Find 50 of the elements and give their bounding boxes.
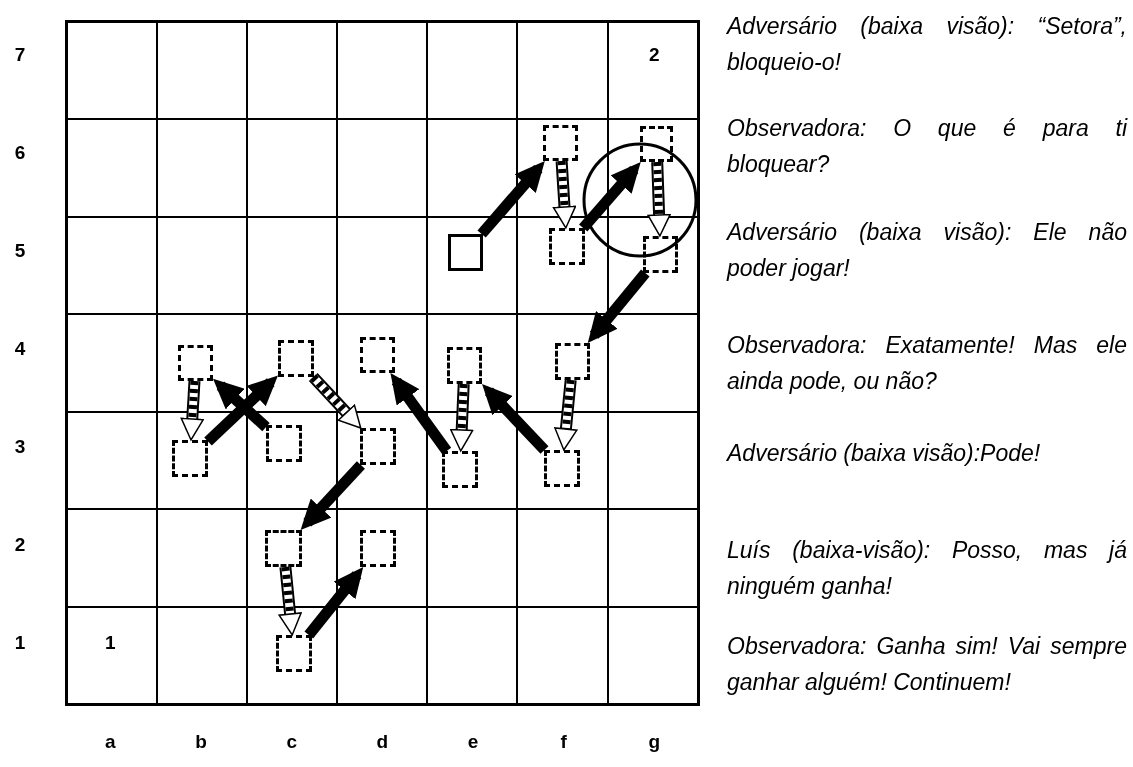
dashed-square [640,126,673,162]
dashed-square [643,236,678,273]
dashed-square [178,345,213,381]
coordinate-label: 6 [13,141,27,165]
coordinate-label: d [375,730,390,754]
coordinate-label: g [647,730,662,754]
dashed-square [549,228,585,265]
coordinate-label: 1 [13,631,27,655]
square-marker [448,234,483,271]
dashed-square [278,340,314,377]
dialogue-line: Observadora: Exatamente! Mas ele ainda pode, ou não? [727,331,1127,396]
dashed-square [360,428,396,465]
coordinate-label: 5 [13,239,27,263]
dialogue-line: Luís (baixa-visão): Posso, mas já ninguém ganha! [727,536,1127,601]
arrow [304,567,364,639]
player-number: 2 [648,43,661,67]
dialogue-line: Observadora: Ganha sim! Vai sempre ganhar alguém! Continuem! [727,632,1127,697]
dashed-square [544,450,580,487]
dialogue-line: Adversário (baixa visão): Ele não poder jogar! [727,218,1127,283]
coordinate-label: 3 [13,435,27,459]
coordinate-label: 2 [13,533,27,557]
coordinate-label: 7 [13,43,27,67]
arrow [390,373,452,455]
dashed-square [555,343,590,380]
dashed-square [447,347,482,384]
arrow [587,269,650,344]
arrow [204,375,278,446]
dashed-square [442,451,478,488]
arrow [477,161,545,238]
player-number: 1 [104,631,117,655]
coordinate-label: 4 [13,337,27,361]
arrow [213,378,270,432]
arrow [300,461,365,531]
dashed-square [360,530,396,567]
dialogue-line: Adversário (baixa visão):Pode! [727,439,1042,468]
dashed-square [172,440,208,477]
dialogue-line: Observadora: O que é para ti bloquear? [727,114,1127,179]
coordinate-label: e [466,730,480,754]
coordinate-label: f [559,730,568,754]
dialogue-line: Adversário (baixa visão): “Setora”, bloqueio-o! [727,12,1127,77]
dashed-square [266,425,302,462]
dashed-square [265,530,302,567]
arrow [482,383,549,454]
arrow [579,161,641,232]
coordinate-label: a [104,730,117,754]
dashed-square [360,337,395,373]
dashed-square [276,635,312,672]
coordinate-label: b [194,730,208,754]
coordinate-label: c [285,730,298,754]
dashed-square [543,125,578,161]
